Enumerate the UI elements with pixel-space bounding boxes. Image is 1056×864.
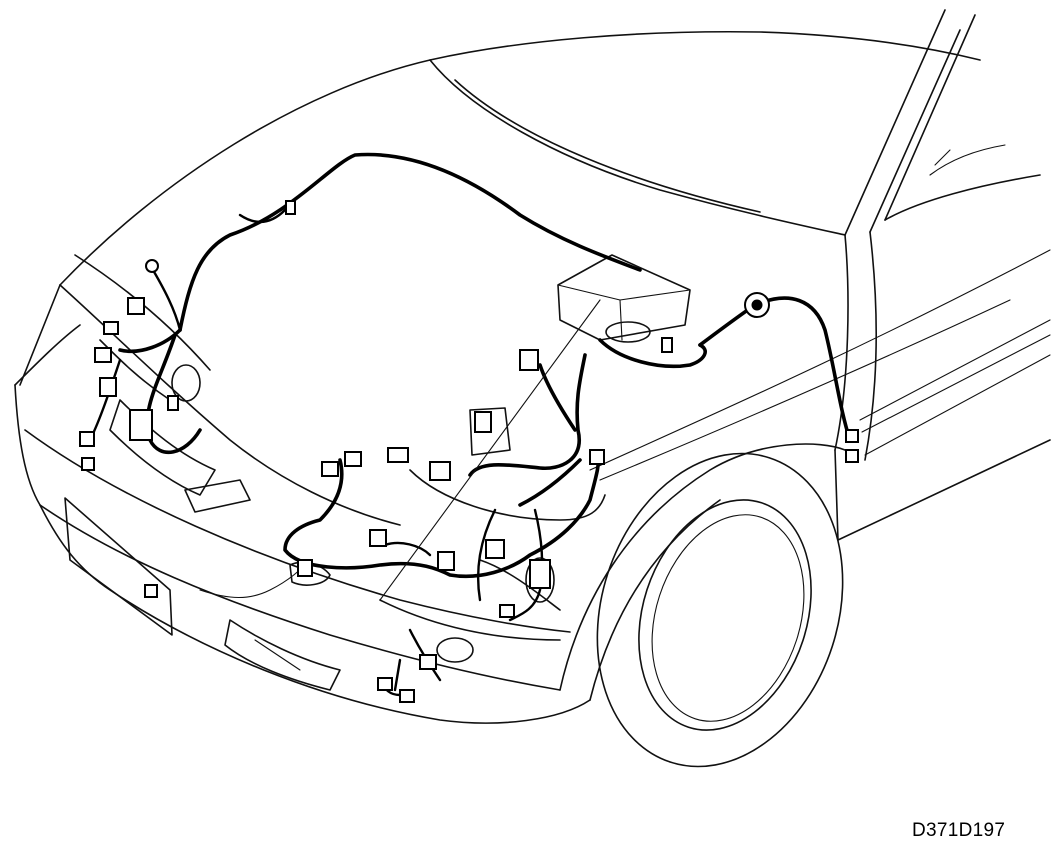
car-body-outline xyxy=(14,9,1051,768)
engine-bay-components xyxy=(171,254,691,663)
connectors xyxy=(79,200,859,703)
figure-code-label: D371D197 xyxy=(912,820,1006,841)
wiring-harness-routing xyxy=(88,152,852,697)
